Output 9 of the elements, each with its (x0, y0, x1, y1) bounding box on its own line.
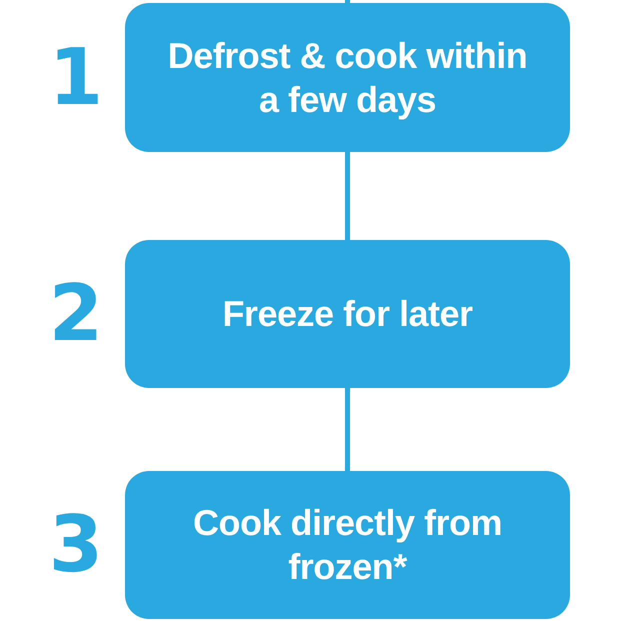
step-number: 3 (48, 506, 103, 584)
step-text: Freeze for later (222, 292, 473, 336)
step-number: 1 (48, 38, 103, 116)
connector-line (345, 152, 350, 240)
step-text: Cook directly from frozen* (192, 501, 504, 589)
step-text: Defrost & cook within a few days (166, 34, 528, 122)
connector-line (345, 388, 350, 471)
step-number: 2 (48, 275, 103, 353)
connector-line (345, 0, 350, 3)
